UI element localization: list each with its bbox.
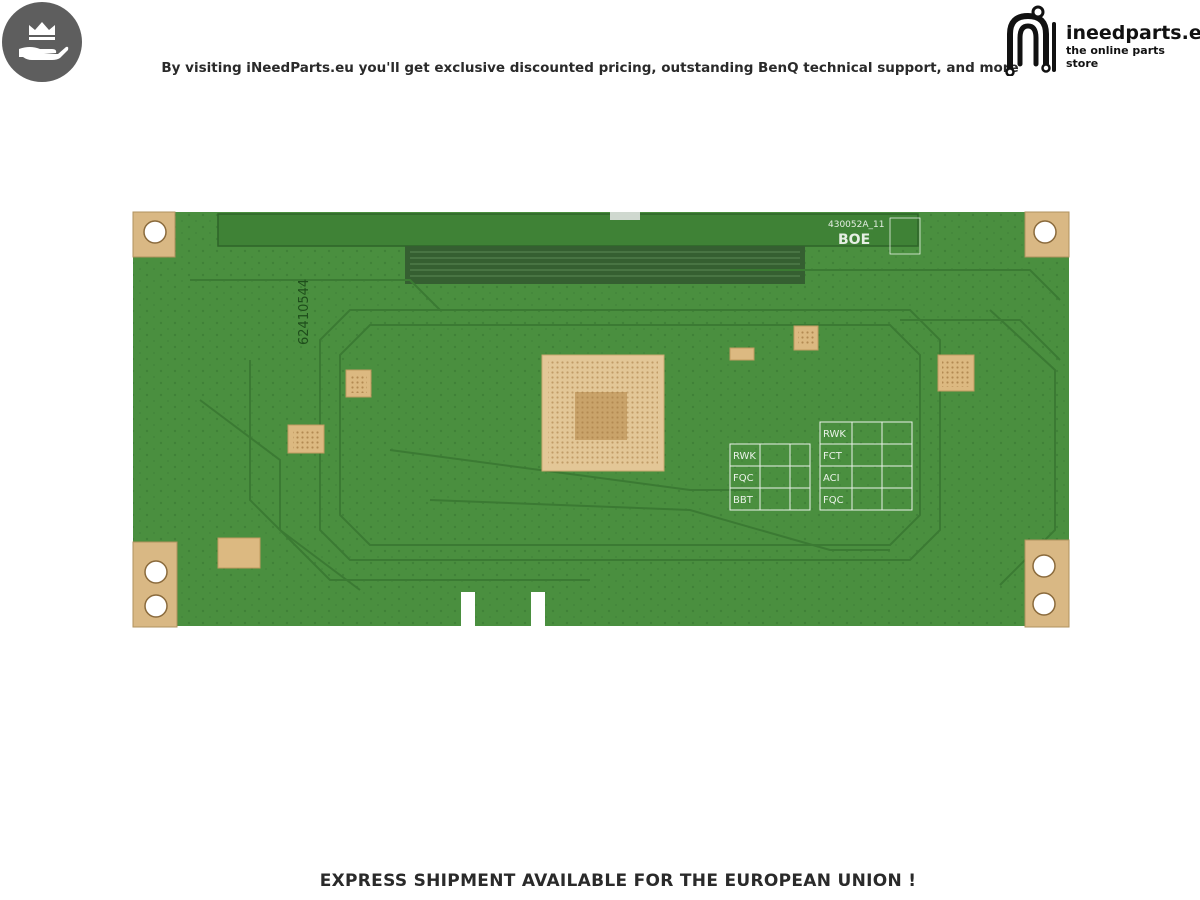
crown-hand-icon: [19, 22, 69, 60]
crown-hand-badge: [2, 2, 82, 82]
qc-left-0: RWK: [733, 451, 756, 462]
qc-right-0: RWK: [823, 429, 846, 440]
qc-left-1: FQC: [733, 473, 754, 484]
part-code-label: 62410544: [297, 279, 312, 345]
header-tagline: By visiting iNeedParts.eu you'll get exc…: [161, 60, 1019, 76]
qc-right-3: FQC: [823, 495, 844, 506]
maker-label: BOE: [838, 232, 870, 248]
brand-slogan: the online parts store: [1066, 44, 1165, 70]
qc-right-2: ACI: [823, 473, 840, 484]
brand-logo[interactable]: ineedparts.eu the online parts store: [1000, 4, 1200, 76]
pcb-board-photo: 62410544 430052A_11 BOE RWK FQC BBT RWK …: [132, 211, 1070, 628]
qc-right-1: FCT: [823, 451, 843, 462]
n-circuit-logo-icon: [1005, 5, 1056, 76]
brand-name: ineedparts.eu: [1066, 22, 1200, 44]
model-code-label: 430052A_11: [828, 220, 884, 230]
shipping-notice: EXPRESS SHIPMENT AVAILABLE FOR THE EUROP…: [319, 871, 917, 891]
qc-left-2: BBT: [733, 495, 754, 506]
